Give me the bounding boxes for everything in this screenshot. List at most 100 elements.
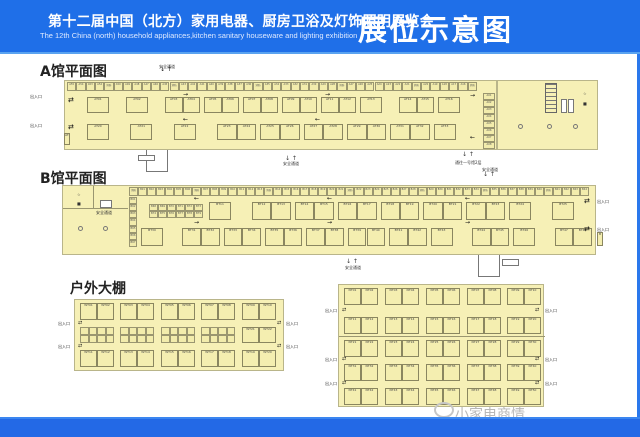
booth[interactable]: WT03 — [120, 303, 137, 320]
booth-cell[interactable]: A22 — [393, 82, 403, 91]
booth[interactable]: BT48 — [573, 228, 592, 246]
booth-cell[interactable]: B71 — [176, 204, 185, 211]
booth-cell[interactable]: B76 — [167, 211, 176, 218]
booth-cell[interactable]: A25 — [365, 82, 375, 91]
booth-cell[interactable]: B13 — [255, 187, 265, 196]
booth-cell[interactable]: 消防 — [543, 187, 553, 196]
booth-cell[interactable]: A27 — [346, 82, 356, 91]
booth-cell[interactable]: A43 — [178, 82, 189, 91]
booth-cell[interactable]: A06 — [483, 128, 495, 135]
booth-cell[interactable]: B14 — [273, 187, 283, 196]
booth[interactable]: NT29 — [507, 340, 524, 357]
booth-cell[interactable] — [88, 327, 97, 335]
booth-cell[interactable]: A55 — [67, 82, 77, 91]
booth[interactable]: AT01 — [87, 97, 109, 113]
booth[interactable]: NT41 — [344, 388, 361, 405]
booth[interactable]: AT22 — [173, 124, 196, 140]
booth[interactable]: BT32 — [201, 228, 220, 246]
booth[interactable]: NT39 — [507, 364, 524, 381]
booth-cell[interactable]: B74 — [149, 211, 158, 218]
booth[interactable]: AT10 — [299, 97, 317, 113]
booth[interactable]: WT04 — [137, 303, 154, 320]
booth[interactable]: AT09 — [282, 97, 300, 113]
booth[interactable]: AT28 — [323, 124, 343, 140]
booth[interactable]: NT28 — [484, 340, 501, 357]
booth[interactable]: NT45 — [426, 388, 443, 405]
booth-cell[interactable]: B03 — [156, 187, 166, 196]
hall-a-left-booth[interactable]: AT40 — [64, 133, 70, 145]
booth-cell[interactable]: A01 — [483, 93, 495, 100]
booth[interactable]: NT14 — [402, 317, 419, 334]
booth-cell[interactable] — [120, 327, 129, 335]
booth-cell[interactable] — [186, 335, 195, 343]
booth-cell[interactable]: B64 — [129, 218, 137, 226]
booth-cell[interactable]: B41 — [552, 187, 562, 196]
booth-cell[interactable]: B62 — [129, 204, 137, 212]
booth[interactable]: BT37 — [306, 228, 326, 246]
booth-cell[interactable] — [80, 327, 89, 335]
booth[interactable]: NT06 — [443, 288, 460, 305]
booth-cell[interactable] — [105, 327, 114, 335]
booth-cell[interactable] — [137, 327, 146, 335]
booth-cell[interactable] — [128, 327, 137, 335]
booth-cell[interactable]: 消防 — [129, 187, 139, 196]
booth-cell[interactable]: A54 — [76, 82, 86, 91]
hall-b-right-booth[interactable]: B — [597, 232, 603, 246]
booth[interactable]: BT23 — [485, 202, 506, 220]
booth[interactable]: NT38 — [484, 364, 501, 381]
booth-cell[interactable]: B26 — [390, 187, 400, 196]
booth[interactable]: NT05 — [426, 288, 443, 305]
booth-cell[interactable]: B31 — [444, 187, 454, 196]
booth[interactable]: BT17 — [357, 202, 377, 220]
booth-cell[interactable]: B36 — [498, 187, 508, 196]
booth-cell[interactable]: B32 — [453, 187, 463, 196]
booth[interactable]: NT43 — [385, 388, 402, 405]
booth-cell[interactable]: A23 — [383, 82, 394, 91]
booth-cell[interactable] — [209, 327, 218, 335]
booth-cell[interactable]: 消防 — [467, 82, 477, 91]
booth-cell[interactable]: A26 — [355, 82, 366, 91]
booth-cell[interactable]: B11 — [237, 187, 247, 196]
booth-cell[interactable]: 消防 — [480, 187, 490, 196]
booth-cell[interactable]: A04 — [483, 114, 495, 121]
booth-cell[interactable]: B70 — [167, 204, 176, 211]
booth-cell[interactable]: B63 — [129, 211, 137, 219]
booth-cell[interactable]: A08 — [483, 142, 495, 149]
booth-cell[interactable]: A35 — [262, 82, 272, 91]
booth-cell[interactable]: B05 — [174, 187, 184, 196]
booth-cell[interactable]: B61 — [129, 197, 137, 205]
booth-cell[interactable] — [218, 327, 227, 335]
booth-cell[interactable] — [178, 327, 187, 335]
booth-cell[interactable]: B09 — [219, 187, 229, 196]
booth-cell[interactable]: B23 — [363, 187, 373, 196]
booth[interactable]: BT16 — [337, 202, 358, 220]
booth[interactable]: BT44 — [471, 228, 491, 246]
booth[interactable]: NT23 — [385, 340, 402, 357]
booth[interactable]: WT19 — [242, 350, 259, 367]
booth-cell[interactable]: B37 — [507, 187, 517, 196]
booth[interactable]: NT26 — [443, 340, 460, 357]
booth-cell[interactable] — [97, 327, 106, 335]
booth[interactable]: BT38 — [325, 228, 344, 246]
booth[interactable]: BT46 — [513, 228, 536, 246]
booth-cell[interactable]: B75 — [158, 211, 167, 218]
booth-cell[interactable]: 消防 — [253, 82, 263, 91]
booth[interactable]: BT11 — [209, 202, 231, 220]
booth[interactable]: WT14 — [137, 350, 154, 367]
booth[interactable]: BT40 — [366, 228, 386, 246]
booth-cell[interactable] — [178, 335, 187, 343]
booth-cell[interactable]: A39 — [216, 82, 226, 91]
booth[interactable]: NT49 — [507, 388, 524, 405]
booth[interactable]: AT11 — [321, 97, 339, 113]
booth-cell[interactable] — [145, 327, 154, 335]
booth-cell[interactable]: B43 — [570, 187, 580, 196]
booth[interactable]: WT22 — [259, 327, 276, 343]
booth[interactable]: BT41 — [389, 228, 408, 246]
booth-cell[interactable]: B69 — [158, 204, 167, 211]
booth-cell[interactable]: B04 — [165, 187, 175, 196]
booth-cell[interactable]: B79 — [194, 211, 203, 218]
booth[interactable]: BT19 — [400, 202, 420, 220]
booth-cell[interactable]: B73 — [194, 204, 203, 211]
booth[interactable]: AT32 — [410, 124, 430, 140]
booth-cell[interactable]: 消防 — [169, 82, 179, 91]
